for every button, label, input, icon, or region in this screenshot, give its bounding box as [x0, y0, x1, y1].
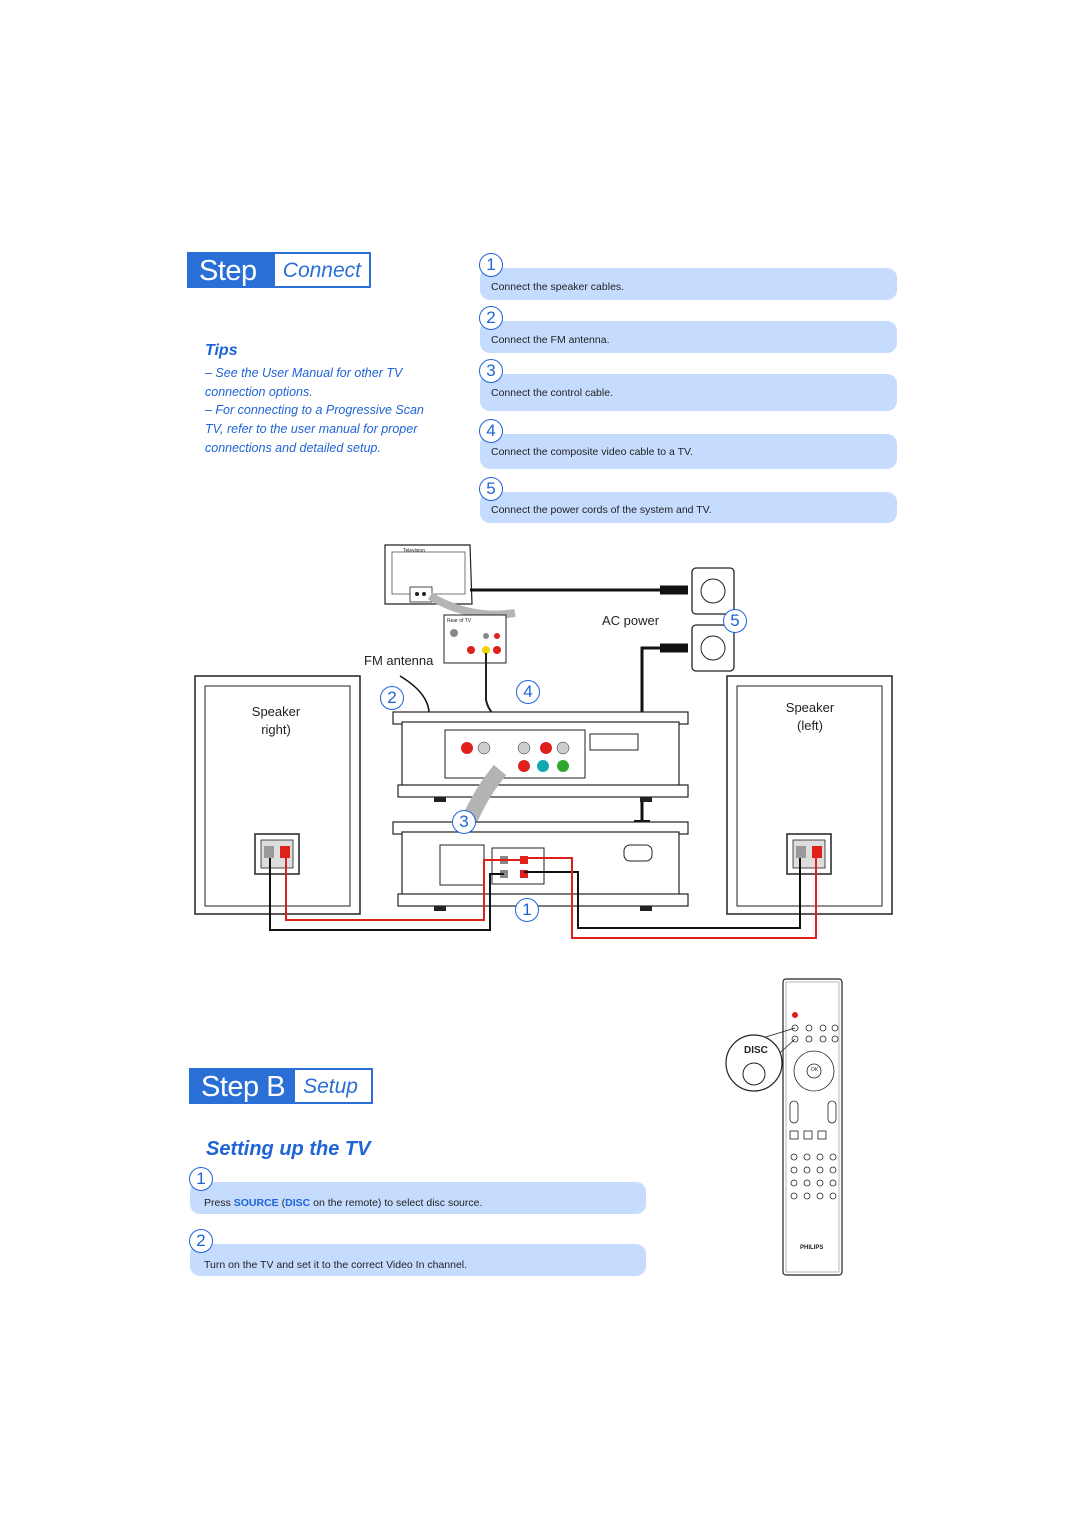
setup-step-1-text: Press SOURCE (DISC on the remote) to sel…	[204, 1197, 483, 1209]
step-a-label: Step A	[189, 254, 275, 321]
diagram-callout-3: 3	[452, 810, 476, 834]
speaker-right-label-1: Speaker	[251, 704, 301, 719]
fm-antenna-label: FM antenna	[364, 653, 434, 668]
connect-step-1-bar	[480, 268, 897, 300]
connect-step-2-number: 2	[479, 306, 503, 330]
tv-rear-label: Rear of TV	[447, 618, 472, 624]
diagram-callout-5: 5	[723, 609, 747, 633]
connect-step-4-text: Connect the composite video cable to a T…	[491, 446, 693, 458]
sub-unit-illustration	[392, 821, 689, 911]
remote-disc-label: DISC	[744, 1045, 768, 1056]
connect-step-1-number: 1	[479, 253, 503, 277]
setup-step-2-number: 2	[189, 1229, 213, 1253]
diagram-callout-2: 2	[380, 686, 404, 710]
ac-power-label: AC power	[602, 613, 660, 628]
diagram-callout-4: 4	[516, 680, 540, 704]
tip-1: – See the User Manual for other TV conne…	[205, 366, 403, 399]
connect-step-4-number: 4	[479, 419, 503, 443]
connect-step-5-text: Connect the power cords of the system an…	[491, 504, 712, 516]
remote-brand-logo: PHILIPS	[800, 1245, 824, 1251]
diagram-callout-1: 1	[515, 898, 539, 922]
connect-step-3-bar	[480, 374, 897, 411]
speaker-left-label-1: Speaker	[785, 700, 835, 715]
setting-up-tv-title: Setting up the TV	[206, 1138, 371, 1160]
disc-key-label: DISC	[285, 1197, 311, 1209]
speaker-right-label-2: right)	[261, 722, 291, 737]
speaker-right-illustration	[194, 675, 361, 915]
connect-step-2-text: Connect the FM antenna.	[491, 334, 610, 346]
connect-step-2-bar	[480, 321, 897, 353]
setup-step-1-number: 1	[189, 1167, 213, 1191]
connect-step-5-bar	[480, 492, 897, 523]
tip-2: – For connecting to a Progressive Scan T…	[205, 403, 424, 455]
step-b-label: Step B	[191, 1070, 296, 1103]
step-b-sub: Setup	[295, 1070, 366, 1102]
main-unit-illustration	[392, 711, 689, 802]
remote-control-illustration	[725, 978, 843, 1276]
tips-title: Tips	[205, 342, 238, 359]
tv-label: Television	[403, 548, 425, 554]
speaker-left-label-2: (left)	[797, 718, 823, 733]
connect-step-3-text: Connect the control cable.	[491, 387, 613, 399]
setup-step-2-text: Turn on the TV and set it to the correct…	[204, 1259, 468, 1271]
connect-step-4-bar	[480, 434, 897, 469]
speaker-left-illustration	[726, 675, 893, 915]
step-b-badge: Step B Setup	[189, 1068, 373, 1104]
remote-ok-label: OK	[811, 1067, 819, 1073]
television-illustration	[384, 544, 473, 605]
connect-step-3-number: 3	[479, 359, 503, 383]
step-a-badge: Step A Connect	[187, 252, 371, 321]
connect-step-1-text: Connect the speaker cables.	[491, 281, 625, 293]
source-key-label: SOURCE	[233, 1197, 279, 1209]
step-a-sub: Connect	[274, 254, 369, 286]
setup-step-1-bar	[190, 1182, 646, 1214]
setup-step-2-bar	[190, 1244, 646, 1276]
connect-step-5-number: 5	[479, 477, 503, 501]
